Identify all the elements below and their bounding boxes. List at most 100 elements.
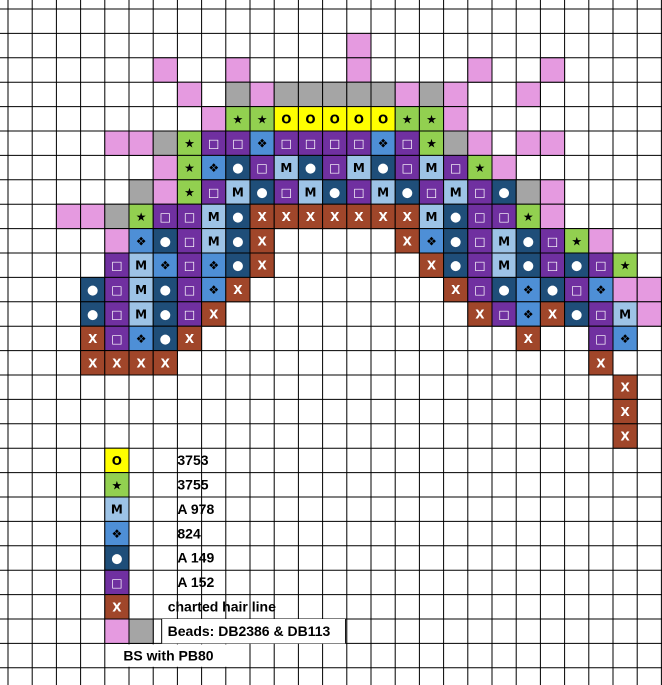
pattern-cell-navy: ● [516,253,540,277]
pattern-cell-purple: □ [492,302,516,326]
legend-swatch-pink [105,619,129,643]
pattern-cell-blue: ❖ [516,277,540,301]
pattern-cell-yellow: O [371,107,395,131]
pattern-cell-brown: X [250,204,274,228]
pattern-cell-navy: ● [226,204,250,228]
pattern-cell-brown: X [516,326,540,350]
pattern-cell-purple: □ [250,155,274,179]
pattern-cell-pink [202,107,226,131]
pattern-cell-purple: □ [395,155,419,179]
pattern-cell-navy: ● [371,155,395,179]
pattern-cell-brown: X [202,302,226,326]
pattern-cell-blue: ❖ [129,326,153,350]
pattern-cell-lightblue: M [419,204,443,228]
pattern-cell-purple: □ [202,131,226,155]
pattern-cell-purple: □ [105,253,129,277]
pattern-cell-gray [298,82,322,106]
pattern-cell-purple: □ [226,131,250,155]
pattern-cell-blue: ❖ [419,229,443,253]
pattern-cell-brown: X [419,253,443,277]
pattern-cell-pink [444,107,468,131]
pattern-cell-purple: □ [298,131,322,155]
pattern-cell-pink [540,180,564,204]
pattern-cell-gray [419,82,443,106]
legend-swatch-gray [129,619,153,643]
pattern-cell-pink [637,277,661,301]
pattern-cell-yellow: O [274,107,298,131]
pattern-cell-navy: ● [516,229,540,253]
legend-swatch-green: ★ [105,473,129,497]
pattern-cell-navy: ● [395,180,419,204]
pattern-cell-brown: X [153,351,177,375]
pattern-cell-pink [105,229,129,253]
pattern-cell-blue: ❖ [250,131,274,155]
pattern-cell-purple: □ [105,326,129,350]
pattern-cell-brown: X [395,229,419,253]
pattern-cell-blue: ❖ [589,277,613,301]
pattern-cell-green: ★ [177,131,201,155]
pattern-cell-lightblue: M [298,180,322,204]
pattern-cell-blue: ❖ [371,131,395,155]
pattern-cell-pink [153,180,177,204]
pattern-cell-brown: X [589,351,613,375]
pattern-cell-brown: X [105,351,129,375]
legend-swatch-purple: □ [105,570,129,594]
pattern-cell-navy: ● [226,253,250,277]
pattern-cell-pink [492,155,516,179]
pattern-cell-pink [637,302,661,326]
pattern-cell-purple: □ [565,277,589,301]
pattern-cell-pink [226,58,250,82]
pattern-cell-purple: □ [177,229,201,253]
pattern-cell-brown: X [540,302,564,326]
pattern-cell-purple: □ [347,131,371,155]
pattern-cell-pink [347,33,371,57]
pattern-cell-green: ★ [177,155,201,179]
pattern-cell-navy: ● [153,302,177,326]
pattern-cell-purple: □ [177,277,201,301]
pattern-cell-lightblue: M [347,155,371,179]
legend-label-lightblue: A 978 [177,501,214,517]
pattern-cell-pink [540,131,564,155]
pattern-cell-lightblue: M [492,253,516,277]
pattern-cell-purple: □ [468,253,492,277]
legend-swatch-lightblue: M [105,497,129,521]
pattern-cell-purple: □ [177,302,201,326]
pattern-cell-purple: □ [419,180,443,204]
legend-label-brown: charted hair line [168,599,276,615]
pattern-cell-purple: □ [105,302,129,326]
beads-label: Beads: DB2386 & DB113 [168,623,331,639]
pattern-cell-blue: ❖ [202,253,226,277]
pattern-cell-lightblue: M [492,229,516,253]
pattern-cell-brown: X [468,302,492,326]
pattern-cell-pink [177,82,201,106]
pattern-cell-brown: X [250,229,274,253]
pattern-cell-green: ★ [395,107,419,131]
pattern-cell-navy: ● [540,277,564,301]
pattern-cell-purple: □ [589,253,613,277]
pattern-cell-brown: X [613,375,637,399]
pattern-cell-green: ★ [419,107,443,131]
pattern-cell-gray [347,82,371,106]
pattern-cell-pink [250,82,274,106]
pattern-cell-brown: X [274,204,298,228]
pattern-cell-pink [395,82,419,106]
legend-label-blue: 824 [177,525,201,541]
pattern-cell-brown: X [371,204,395,228]
pattern-cell-purple: □ [347,180,371,204]
pattern-cell-purple: □ [274,131,298,155]
pattern-cell-pink [516,131,540,155]
pattern-cell-pink [56,204,80,228]
pattern-cell-lightblue: M [613,302,637,326]
pattern-cell-lightblue: M [129,277,153,301]
pattern-cell-green: ★ [516,204,540,228]
pattern-cell-navy: ● [444,229,468,253]
pattern-cell-lightblue: M [129,302,153,326]
pattern-cell-lightblue: M [129,253,153,277]
pattern-cell-pink [153,155,177,179]
pattern-cell-navy: ● [153,277,177,301]
pattern-cell-purple: □ [105,277,129,301]
pattern-cell-brown: X [613,399,637,423]
pattern-cell-yellow: O [298,107,322,131]
pattern-cell-purple: □ [589,302,613,326]
